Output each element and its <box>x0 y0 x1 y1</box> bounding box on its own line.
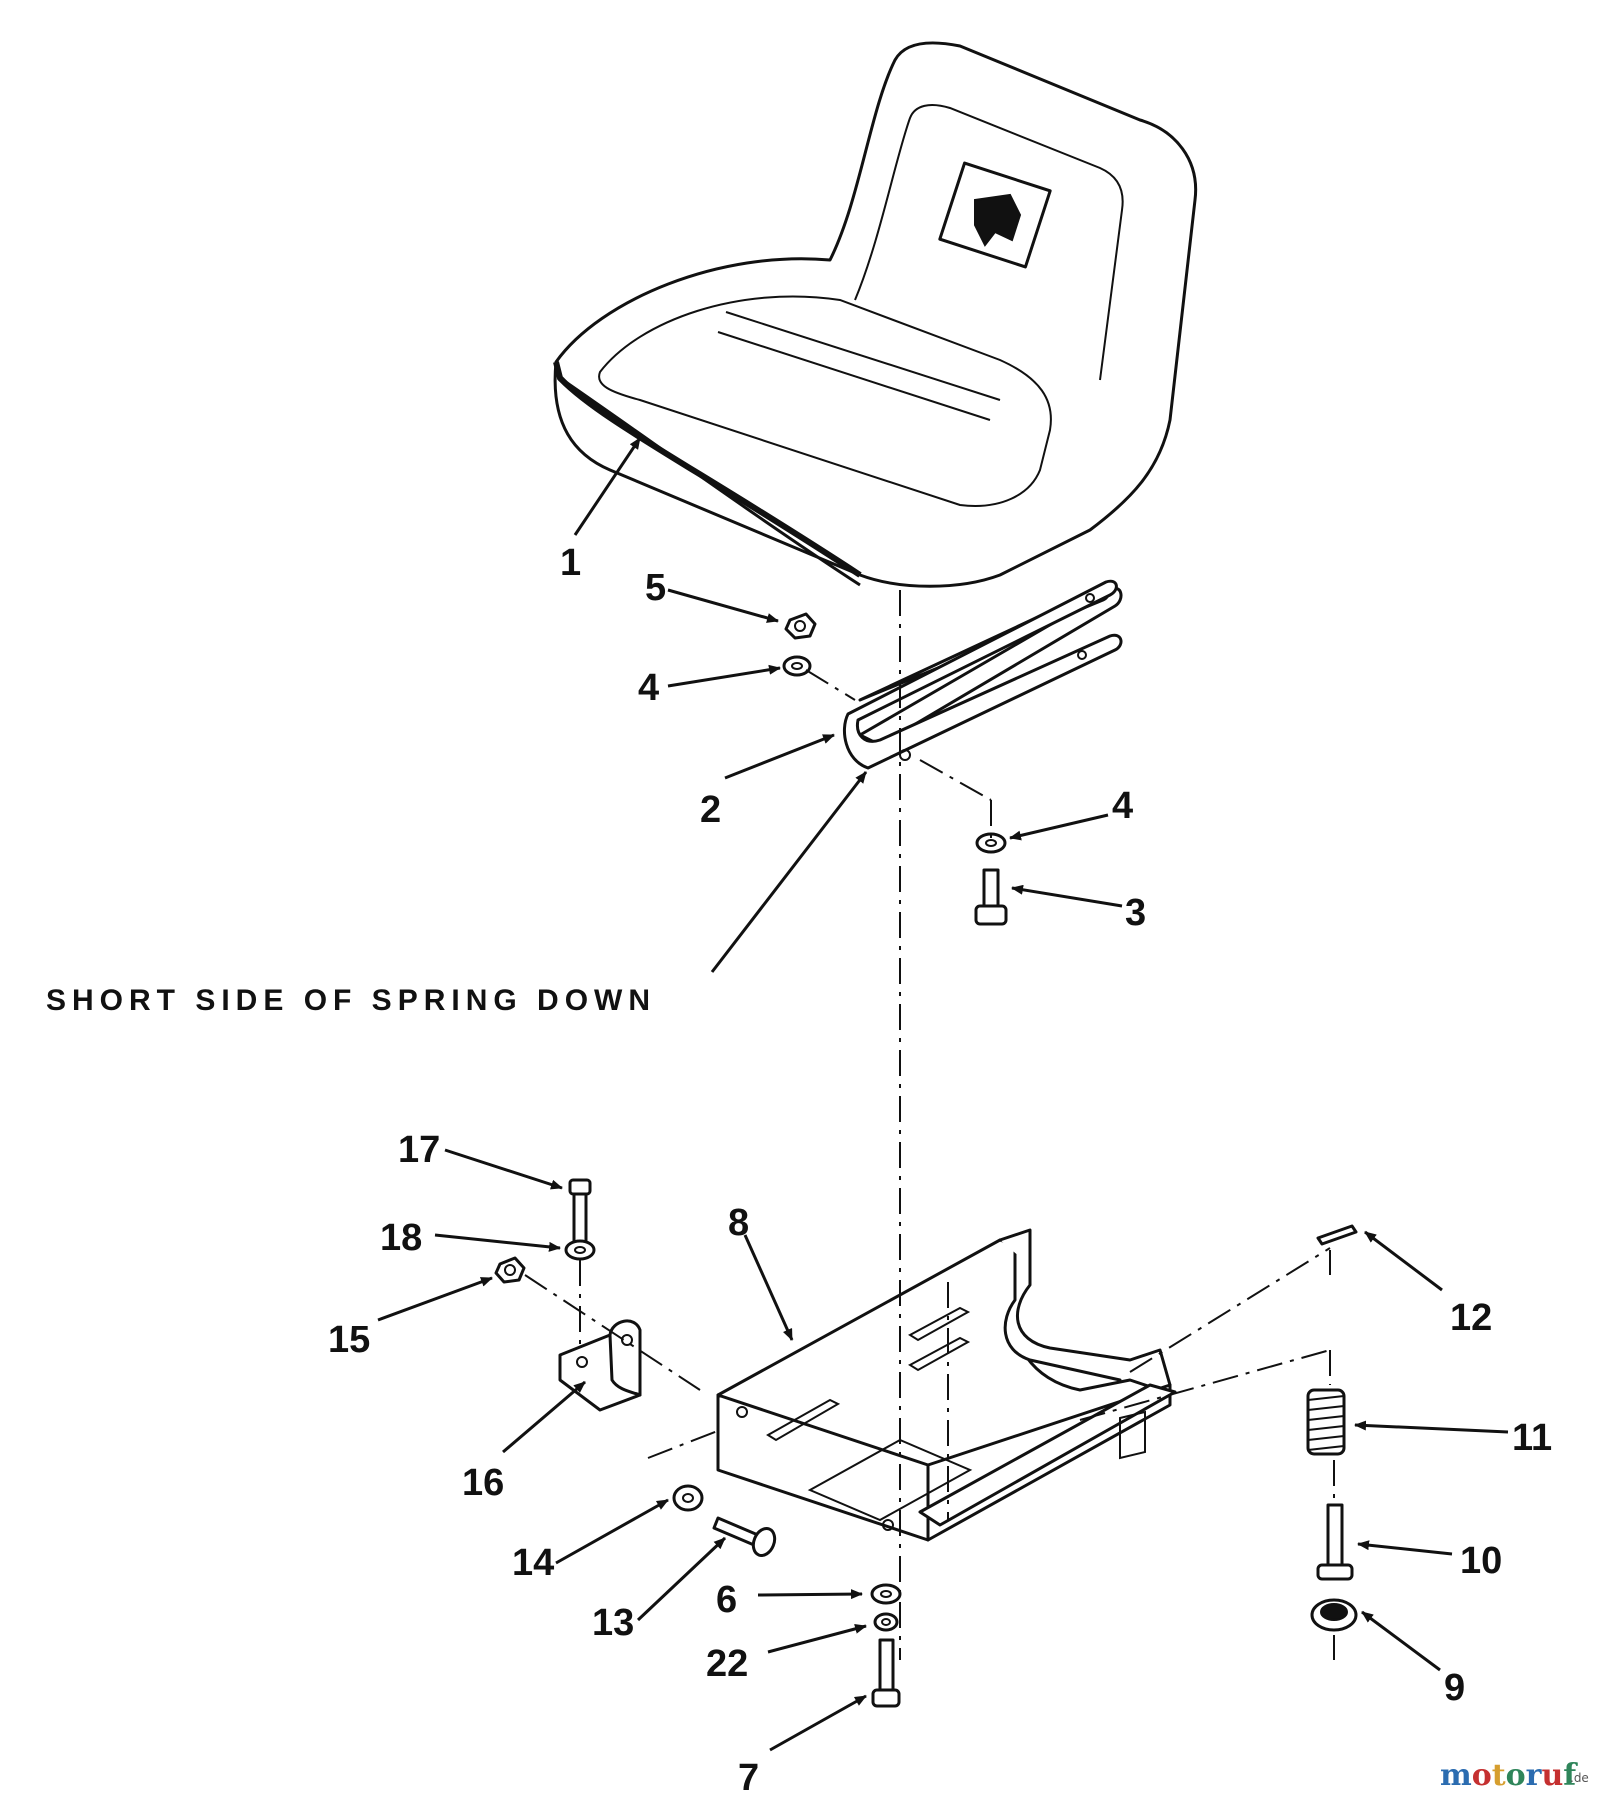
callout-17: 17 <box>398 1129 440 1171</box>
callout-3: 3 <box>1125 892 1146 934</box>
washer-part-6 <box>870 1583 902 1605</box>
nut-part-9 <box>1310 1598 1358 1632</box>
watermark-logo: motoruf .de <box>1440 1758 1589 1793</box>
pin-part-12 <box>1316 1224 1358 1246</box>
caption-short-side-of-spring-down: SHORT SIDE OF SPRING DOWN <box>46 984 656 1017</box>
callout-4-lower: 4 <box>1112 785 1133 827</box>
watermark-text: motoruf <box>1440 1758 1578 1793</box>
washer-part-18 <box>564 1239 596 1261</box>
callout-12: 12 <box>1450 1297 1492 1339</box>
callout-2: 2 <box>700 789 721 831</box>
spring-part-11 <box>1306 1388 1346 1456</box>
bolt-part-13 <box>712 1516 777 1558</box>
bolt-part-3 <box>974 868 1008 926</box>
nut-part-5 <box>784 612 817 640</box>
washer-part-4-upper <box>782 655 812 677</box>
seat-part-1 <box>553 41 1198 588</box>
callout-8: 8 <box>728 1202 749 1244</box>
nut-part-14 <box>672 1484 704 1512</box>
callout-5: 5 <box>645 567 666 609</box>
hinge-bracket-part-16 <box>558 1319 642 1412</box>
callout-15: 15 <box>328 1319 370 1361</box>
callout-7: 7 <box>738 1757 759 1799</box>
watermark-suffix: .de <box>1570 1771 1589 1785</box>
callout-14: 14 <box>512 1542 554 1584</box>
bolt-part-10 <box>1316 1503 1354 1581</box>
callout-16: 16 <box>462 1462 504 1504</box>
callout-9: 9 <box>1444 1667 1465 1709</box>
callout-22: 22 <box>706 1643 748 1685</box>
lockwasher-part-22 <box>873 1612 899 1632</box>
assembly-centerlines <box>524 590 1335 1660</box>
callout-1: 1 <box>560 542 581 584</box>
bolt-part-7 <box>871 1638 901 1708</box>
bolt-part-17 <box>568 1178 592 1244</box>
callout-18: 18 <box>380 1217 422 1259</box>
seat-base-part-8 <box>716 1228 1177 1542</box>
seat-emblem <box>938 161 1052 269</box>
callout-4-upper: 4 <box>638 667 659 709</box>
leader-arrows <box>377 437 1509 1752</box>
nut-part-15 <box>494 1256 526 1284</box>
callout-13: 13 <box>592 1602 634 1644</box>
callout-11: 11 <box>1512 1417 1552 1459</box>
seat-spring-part-2 <box>843 579 1123 770</box>
callout-6: 6 <box>716 1579 737 1621</box>
callout-10: 10 <box>1460 1540 1502 1582</box>
